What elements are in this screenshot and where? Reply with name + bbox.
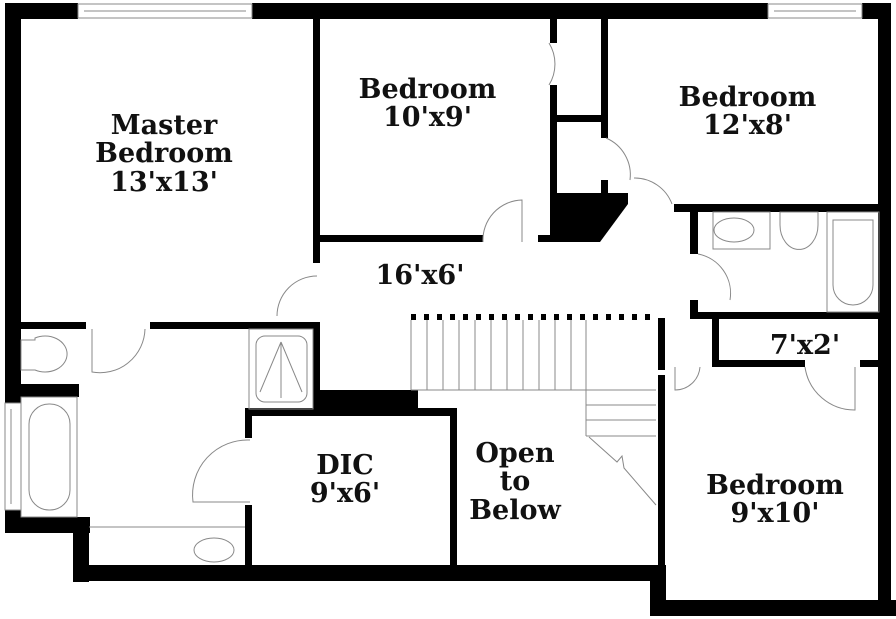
room-name: Master [110,110,218,141]
room-name: Bedroom [358,74,497,105]
room-dimensions: 7'x2' [769,330,841,361]
room-name: to [499,466,531,498]
room-label-bedroom-9x10: Bedroom 9'x10' [690,470,860,530]
room-label-open-to-below: Open to Below [455,438,575,526]
room-dimensions: 9'x10' [730,498,820,530]
room-label-hall: 16'x6' [360,260,480,291]
room-label-bedroom-10x9: Bedroom 10'x9' [345,74,510,134]
room-name: Below [469,494,561,526]
room-label-master-bedroom: Master Bedroom 13'x13' [84,110,244,198]
room-label-closet: 7'x2' [755,330,855,361]
room-dimensions: 16'x6' [375,260,465,291]
room-name: Open [475,438,555,469]
room-label-dic: DIC 9'x6' [290,450,400,510]
room-dimensions: 12'x8' [703,110,792,142]
room-dimensions: 13'x13' [110,166,218,198]
room-name: Bedroom [706,470,844,501]
room-name: Bedroom [678,82,817,113]
room-name: DIC [316,450,374,481]
room-dimensions: 10'x9' [383,102,472,134]
doors [91,42,856,503]
room-name: Bedroom [95,138,233,170]
walls [5,3,896,616]
room-label-bedroom-12x8: Bedroom 12'x8' [665,82,830,142]
fixtures [20,211,880,563]
room-dimensions: 9'x6' [309,478,381,510]
stairs [410,314,657,506]
